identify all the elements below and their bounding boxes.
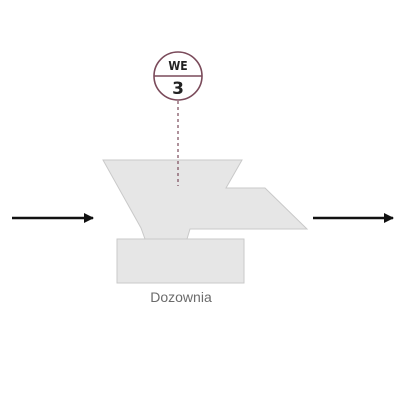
dosing-hopper xyxy=(102,159,309,240)
instrument-code: WE xyxy=(168,59,187,73)
dosing-base xyxy=(116,238,245,284)
weight-instrument-bubble: WE 3 xyxy=(153,51,203,101)
equipment-label: Dozownia xyxy=(150,289,212,305)
instrument-number: 3 xyxy=(172,79,184,99)
